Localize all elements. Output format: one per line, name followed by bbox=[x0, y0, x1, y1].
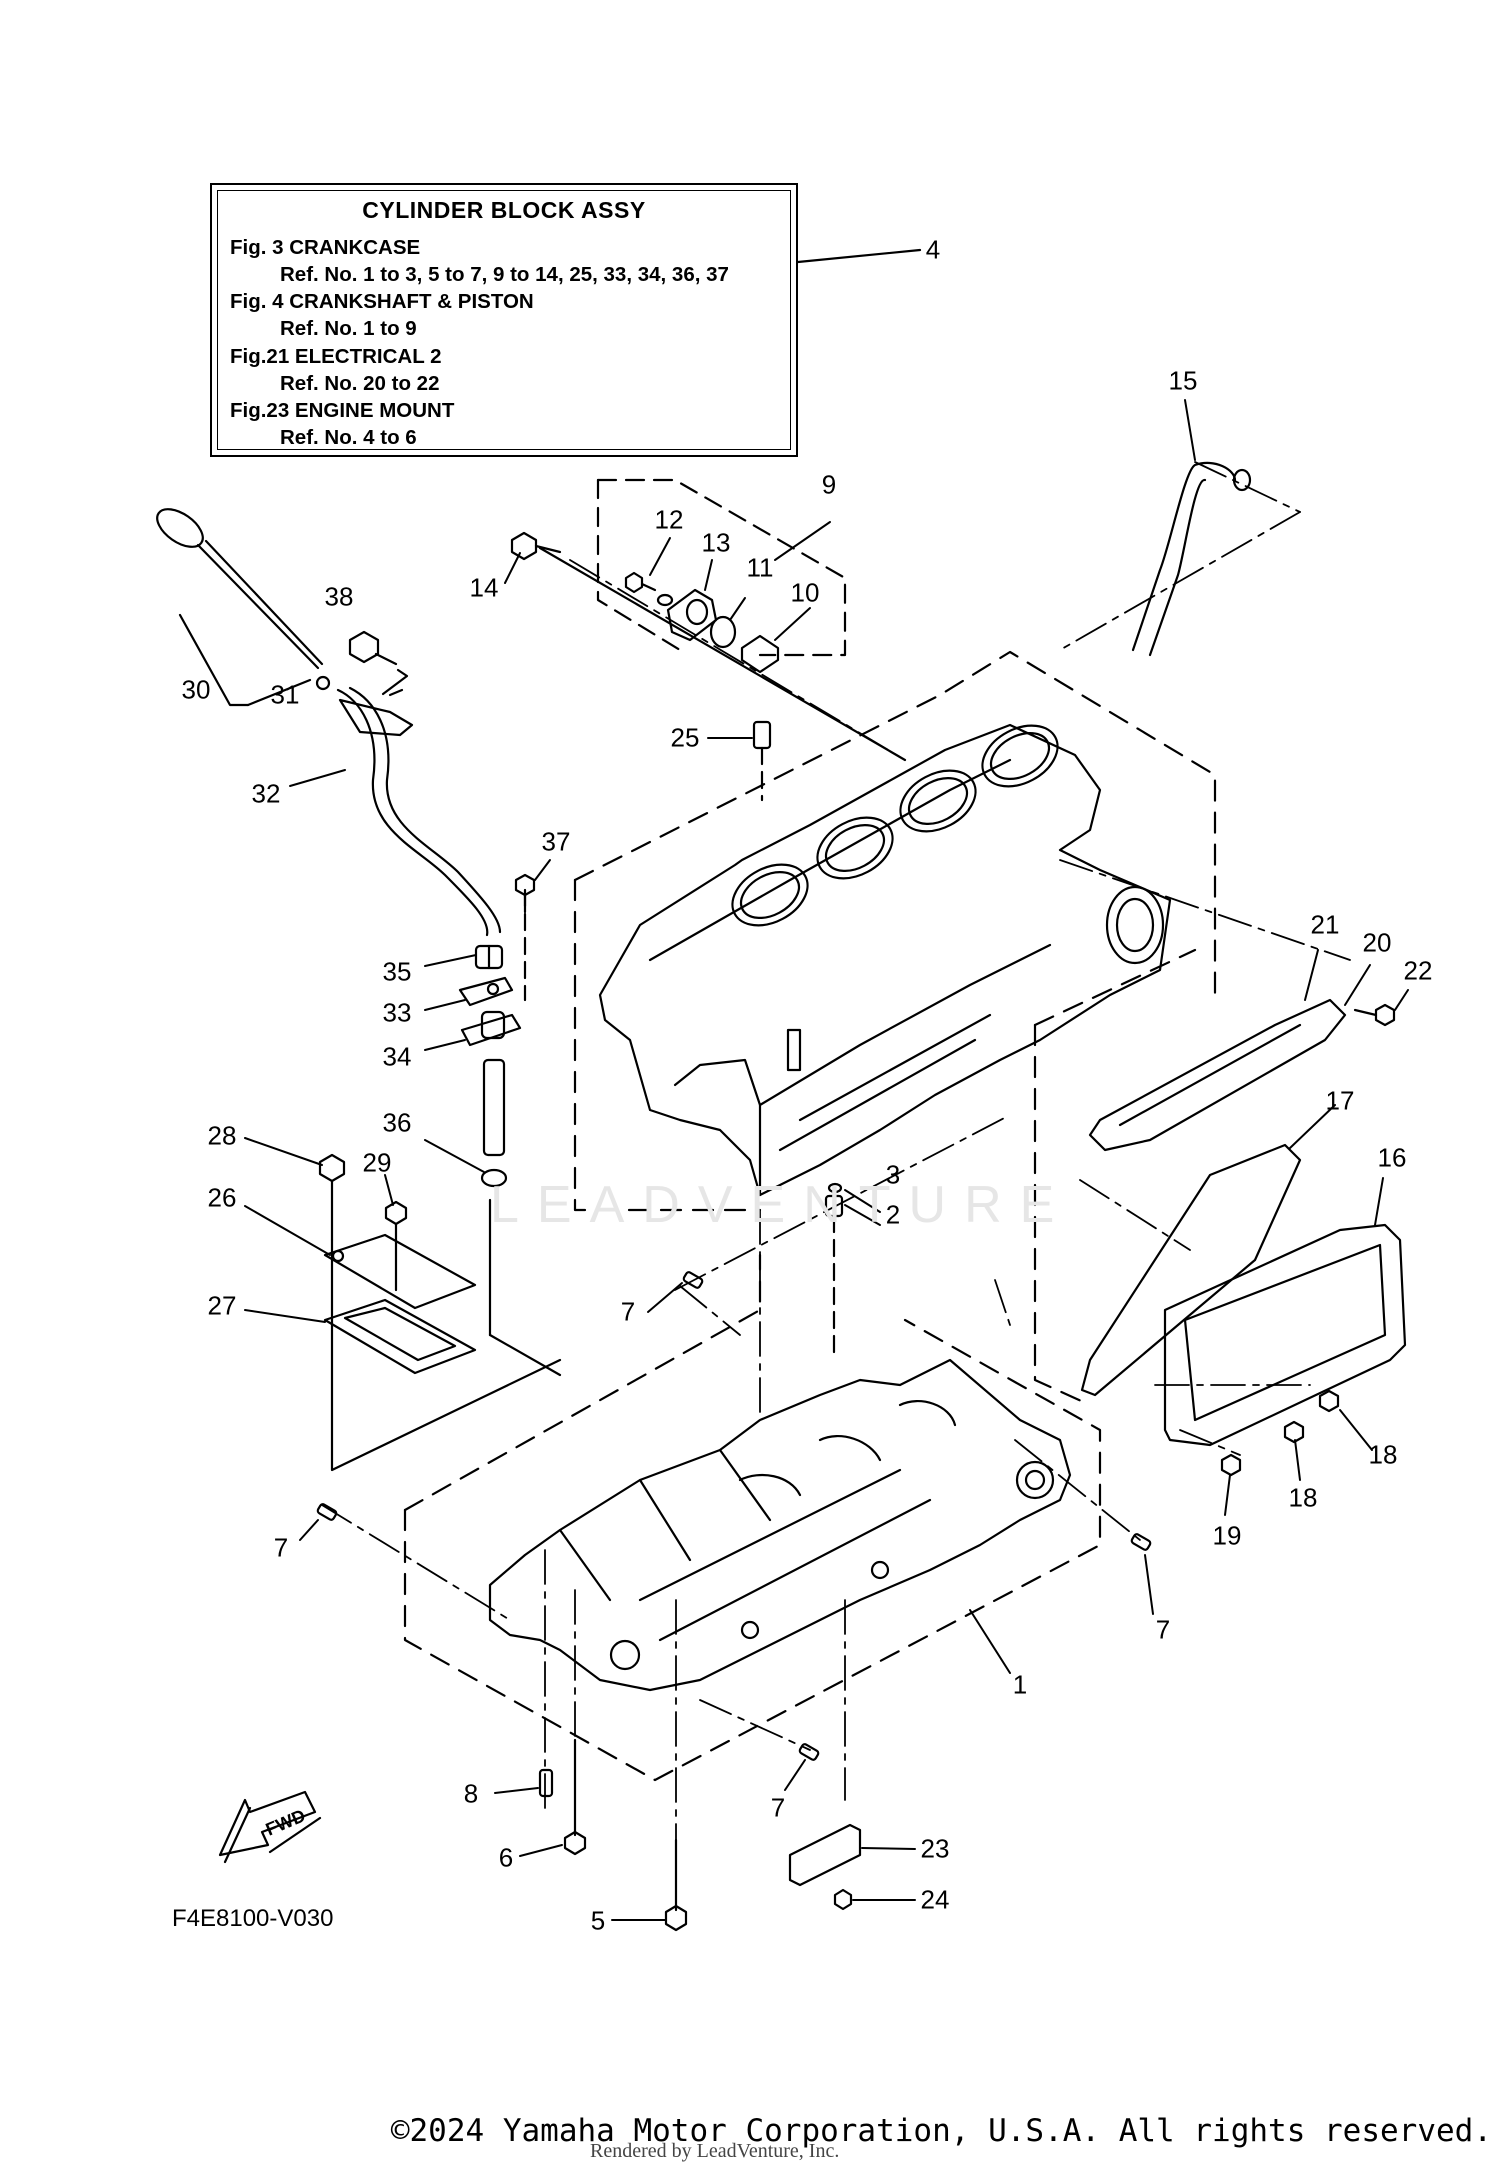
ref-refno-electrical: Ref. No. 20 to 22 bbox=[280, 372, 440, 395]
dashed-frame-side bbox=[1033, 1023, 1092, 1407]
part-label-9: 9 bbox=[821, 469, 837, 500]
dashed-frame-9 bbox=[596, 478, 847, 657]
part-label-14: 14 bbox=[469, 572, 499, 603]
plate-27 bbox=[323, 1298, 477, 1375]
part-label-7d: 7 bbox=[770, 1792, 786, 1823]
ref-fig-electrical: Fig.21 ELECTRICAL 2 bbox=[230, 345, 442, 368]
bolt-14 bbox=[510, 531, 562, 561]
part-label-25: 25 bbox=[670, 722, 700, 753]
part-label-22: 22 bbox=[1403, 955, 1433, 986]
bolt-19 bbox=[1220, 1453, 1242, 1477]
ref-refno-engine-mount: Ref. No. 4 to 6 bbox=[280, 426, 417, 449]
part-label-5: 5 bbox=[590, 1905, 606, 1936]
rendered-by-notice: Rendered by LeadVenture, Inc. bbox=[590, 2140, 840, 2162]
bolt-6 bbox=[563, 1738, 587, 1856]
fwd-arrow bbox=[218, 1790, 322, 1864]
bolt-38 bbox=[348, 630, 398, 666]
gasket-33 bbox=[458, 976, 514, 1007]
breather-hose-15 bbox=[1131, 461, 1252, 657]
plate-26 bbox=[323, 1233, 477, 1310]
bolt-22 bbox=[1353, 1003, 1396, 1027]
figure-code: F4E8100-V030 bbox=[172, 1905, 334, 1932]
part-label-17: 17 bbox=[1325, 1085, 1355, 1116]
part-label-6: 6 bbox=[498, 1842, 514, 1873]
part-label-30: 30 bbox=[181, 674, 211, 705]
pipe-36 bbox=[482, 1058, 506, 1157]
cover-16 bbox=[1163, 1223, 1407, 1447]
part-label-18a: 18 bbox=[1368, 1439, 1398, 1470]
reference-box-title: CYLINDER BLOCK ASSY bbox=[362, 197, 646, 223]
part-label-4: 4 bbox=[925, 234, 941, 265]
oring-11 bbox=[709, 615, 737, 649]
lower-crankcase bbox=[488, 1358, 1072, 1692]
part-label-20: 20 bbox=[1362, 927, 1392, 958]
dashed-frame-lower bbox=[403, 1318, 1102, 1782]
bolt-28 bbox=[318, 1153, 346, 1242]
dowel-25 bbox=[752, 720, 772, 802]
upper-crankcase bbox=[598, 723, 1172, 1197]
part-label-34: 34 bbox=[382, 1041, 412, 1072]
part-label-32: 32 bbox=[251, 778, 281, 809]
part-label-7b: 7 bbox=[273, 1532, 289, 1563]
part-label-27: 27 bbox=[207, 1290, 237, 1321]
part-label-36: 36 bbox=[382, 1107, 412, 1138]
bolt-18b bbox=[1283, 1420, 1305, 1444]
watermark-brand: LEADVENTURE bbox=[490, 1176, 1073, 1234]
part-label-37: 37 bbox=[541, 826, 571, 857]
dashed-frame-upper bbox=[573, 878, 762, 1212]
part-label-26: 26 bbox=[207, 1182, 237, 1213]
dipstick-guide bbox=[336, 686, 502, 937]
bolt-37 bbox=[514, 873, 536, 914]
reference-box: CYLINDER BLOCK ASSY Fig. 3 CRANKCASE Ref… bbox=[210, 183, 798, 457]
part-label-11: 11 bbox=[746, 552, 774, 583]
fwd-label: FWD bbox=[263, 1805, 309, 1839]
part-label-33: 33 bbox=[382, 997, 412, 1028]
pin-8 bbox=[538, 1768, 554, 1798]
fitting-34 bbox=[460, 1010, 522, 1047]
bolt-24 bbox=[833, 1888, 853, 1911]
part-label-19: 19 bbox=[1212, 1520, 1242, 1551]
gasket-17 bbox=[1080, 1143, 1302, 1397]
ref-refno-crankshaft: Ref. No. 1 to 9 bbox=[280, 317, 417, 340]
part-label-23: 23 bbox=[920, 1833, 950, 1864]
ref-fig-engine-mount: Fig.23 ENGINE MOUNT bbox=[230, 399, 455, 422]
fwd-label-layer: FWD bbox=[263, 1805, 309, 1839]
part-label-28: 28 bbox=[207, 1120, 237, 1151]
part-label-38: 38 bbox=[324, 581, 354, 612]
part-label-10: 10 bbox=[790, 577, 820, 608]
ref-fig-crankshaft: Fig. 4 CRANKSHAFT & PISTON bbox=[230, 290, 534, 313]
bracket-23 bbox=[788, 1823, 862, 1887]
ref-refno-crankcase: Ref. No. 1 to 3, 5 to 7, 9 to 14, 25, 33… bbox=[280, 263, 729, 286]
reference-box-inner bbox=[217, 190, 791, 450]
part-label-29: 29 bbox=[362, 1147, 392, 1178]
copyright-notice: ©2024 Yamaha Motor Corporation, U.S.A. A… bbox=[390, 2113, 1492, 2149]
part-label-7c: 7 bbox=[1155, 1614, 1171, 1645]
bolt-18a bbox=[1318, 1389, 1340, 1413]
part-label-13: 13 bbox=[701, 527, 731, 558]
part-label-16: 16 bbox=[1377, 1142, 1407, 1173]
part-label-1: 1 bbox=[1012, 1669, 1028, 1700]
part-label-31: 31 bbox=[270, 679, 300, 710]
bolt-12 bbox=[624, 571, 657, 594]
ref-fig-crankcase: Fig. 3 CRANKCASE bbox=[230, 236, 421, 259]
part-label-12: 12 bbox=[654, 504, 684, 535]
collar-10 bbox=[740, 634, 780, 674]
part-label-7a: 7 bbox=[620, 1296, 636, 1327]
part-label-8: 8 bbox=[463, 1778, 479, 1809]
part-label-15: 15 bbox=[1168, 365, 1198, 396]
part-label-21: 21 bbox=[1310, 909, 1340, 940]
part-label-18b: 18 bbox=[1288, 1482, 1318, 1513]
part-label-35: 35 bbox=[382, 956, 412, 987]
part-label-24: 24 bbox=[920, 1884, 950, 1915]
bolt-29 bbox=[384, 1200, 408, 1292]
part-label-3: 3 bbox=[885, 1159, 901, 1190]
dipstick bbox=[156, 508, 324, 670]
bracket-20-21 bbox=[1088, 998, 1347, 1152]
hose-fitting-35 bbox=[474, 944, 504, 970]
part-label-2: 2 bbox=[885, 1199, 901, 1230]
bolt-5 bbox=[664, 1838, 688, 1932]
